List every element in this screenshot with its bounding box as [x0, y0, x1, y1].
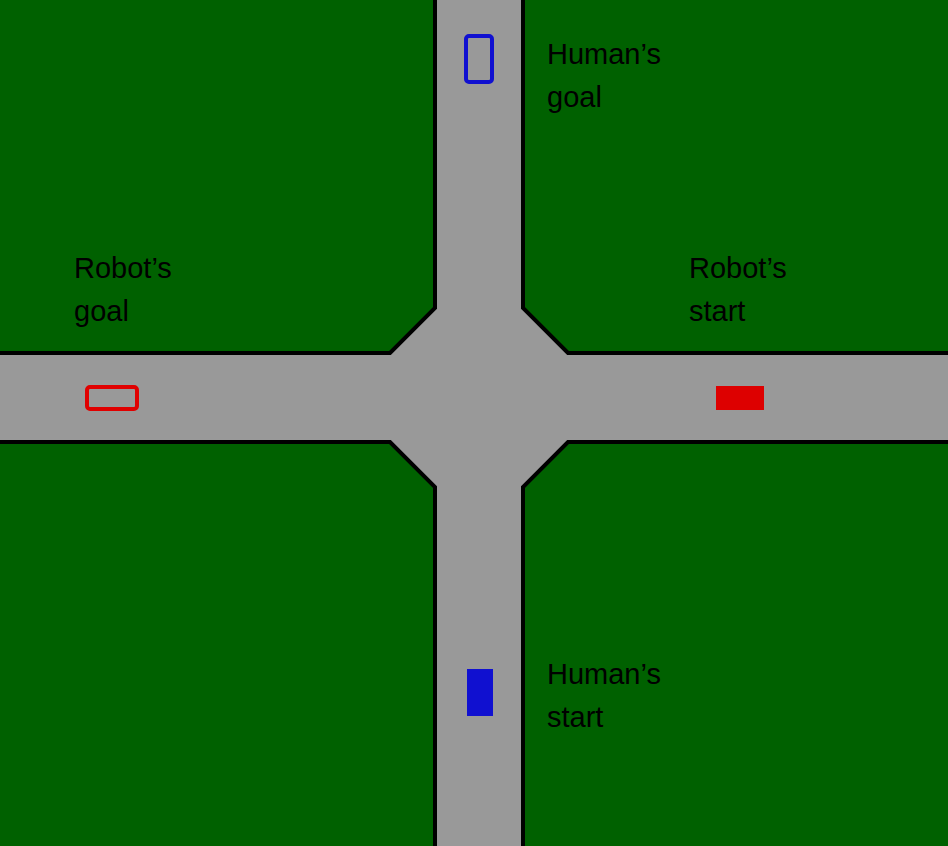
car-label: Human’s start: [547, 653, 687, 739]
human-goal-car: [466, 36, 492, 82]
robot-start-car: [716, 386, 764, 410]
car-label: Human’s goal: [547, 33, 687, 119]
human-start-car: [467, 669, 493, 716]
car-label: Robot’s goal: [74, 247, 214, 333]
car-label: Robot’s start: [689, 247, 829, 333]
robot-goal-car: [87, 387, 137, 409]
